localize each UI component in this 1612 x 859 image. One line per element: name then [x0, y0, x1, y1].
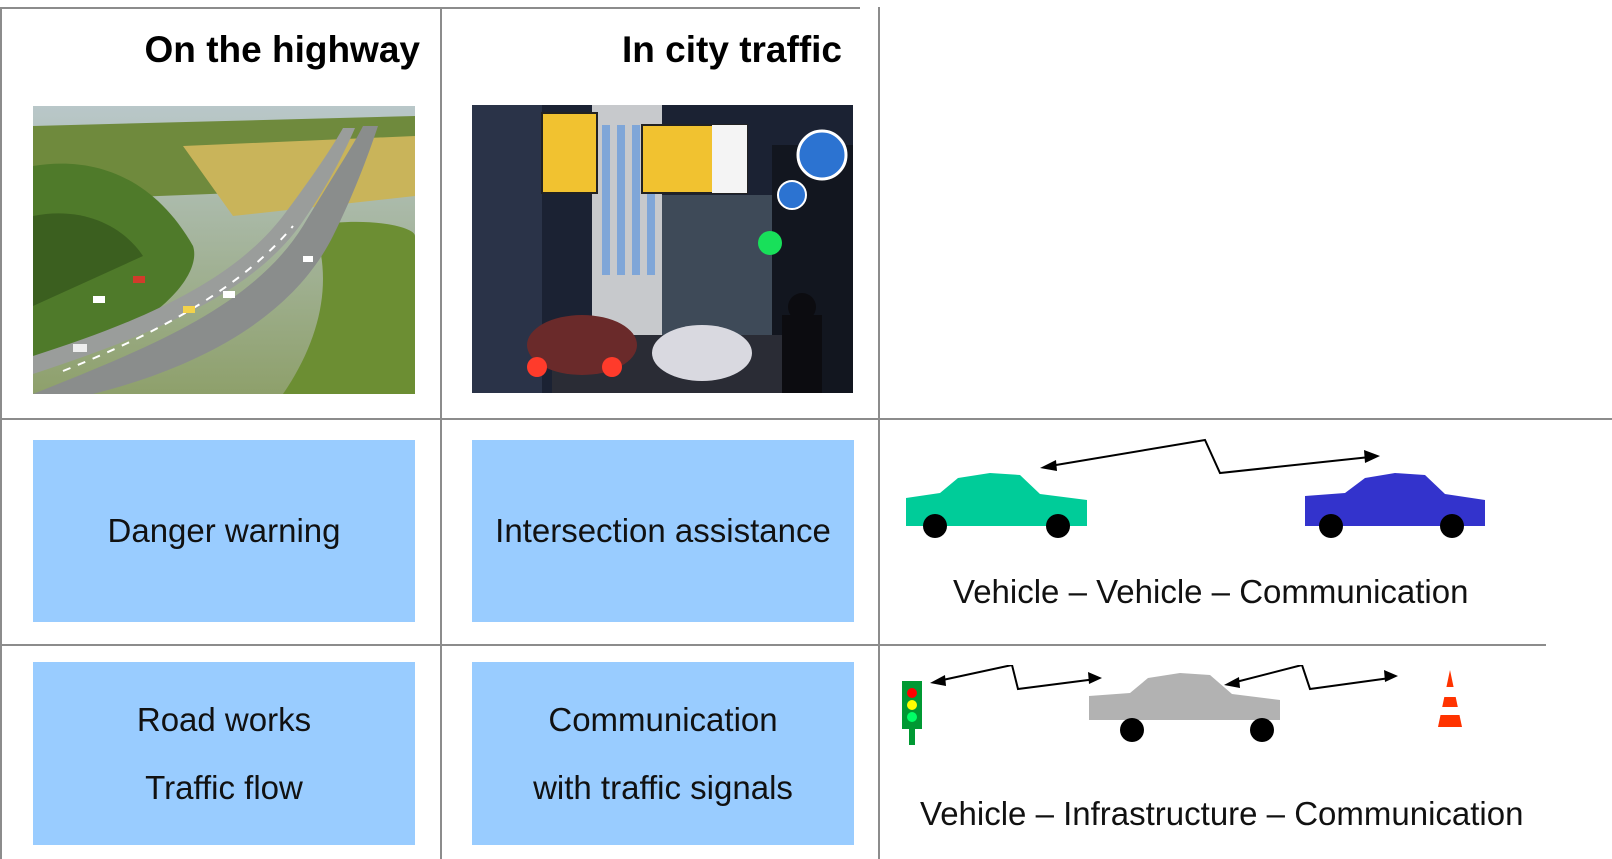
grid-line-row2 — [0, 644, 1546, 646]
grid-line-left — [0, 7, 2, 859]
city-photo-art — [472, 105, 853, 393]
highway-photo-art — [33, 106, 415, 394]
traffic-light-icon — [902, 681, 922, 745]
communication-signals-box: Communication with traffic signals — [472, 662, 854, 845]
grid-line-top — [0, 7, 860, 9]
vehicle-infrastructure-diagram — [902, 665, 1462, 745]
with-traffic-signals-label: with traffic signals — [533, 768, 793, 806]
vehicle-infrastructure-caption: Vehicle – Infrastructure – Communication — [920, 795, 1524, 832]
wireless-link-right-icon — [1231, 665, 1391, 691]
arrowhead-left-infra-icon — [930, 675, 946, 686]
grid-line-row1 — [0, 418, 1612, 420]
arrowhead-right-infra-icon — [1088, 672, 1102, 684]
traffic-flow-label: Traffic flow — [145, 768, 303, 806]
danger-warning-box: Danger warning — [33, 440, 415, 622]
arrowhead-right-icon — [1364, 450, 1380, 463]
wireless-link-left-icon — [937, 665, 1097, 691]
arrowhead-left-icon — [1040, 460, 1057, 471]
city-traffic-photo — [472, 105, 853, 393]
vehicle-vehicle-caption: Vehicle – Vehicle – Communication — [953, 573, 1469, 610]
traffic-cone-icon — [1438, 670, 1462, 727]
grid-line-col1 — [440, 7, 442, 859]
gray-car-icon — [1089, 673, 1280, 742]
road-works-label: Road works — [136, 700, 312, 738]
arrowhead-right-infra2-icon — [1384, 670, 1398, 682]
highway-column-title: On the highway — [144, 29, 420, 70]
wireless-link-arrow-icon — [1049, 438, 1371, 475]
intersection-assistance-box: Intersection assistance — [472, 440, 854, 622]
vehicle-vehicle-diagram — [906, 438, 1485, 538]
communication-label: Communication — [548, 700, 778, 738]
road-works-box: Road works Traffic flow — [33, 662, 415, 845]
blue-car-icon — [1305, 473, 1485, 538]
intersection-assistance-label: Intersection assistance — [495, 512, 831, 549]
highway-photo — [33, 106, 415, 394]
grid-line-col2 — [878, 7, 880, 859]
city-column-title: In city traffic — [622, 29, 842, 70]
arrowhead-left-infra2-icon — [1224, 677, 1240, 688]
green-car-icon — [906, 473, 1087, 538]
danger-warning-label: Danger warning — [107, 512, 341, 549]
